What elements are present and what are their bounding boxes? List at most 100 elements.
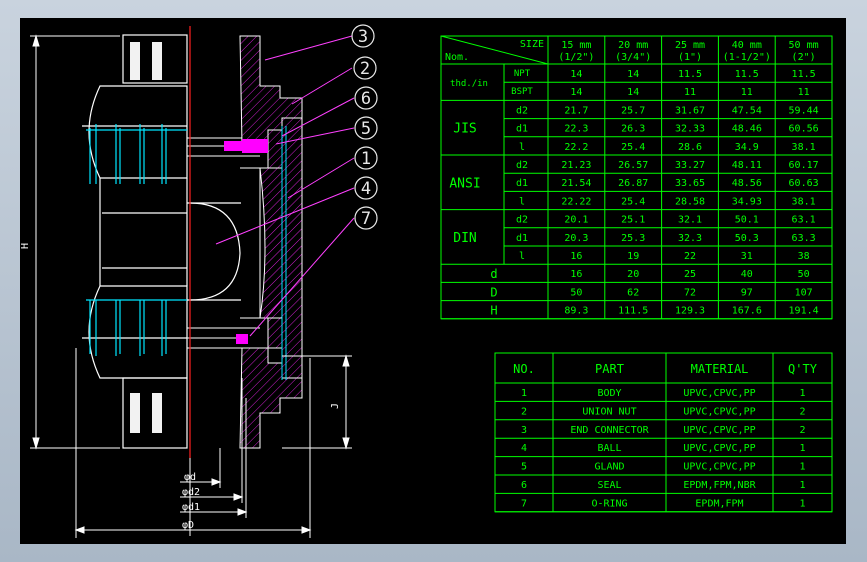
spec-value: 40 bbox=[741, 269, 753, 280]
callout-number-2: 2 bbox=[360, 59, 370, 79]
parts-no: 1 bbox=[521, 388, 527, 399]
parts-qty: 2 bbox=[799, 425, 805, 436]
ball-profile bbox=[187, 202, 241, 301]
callout-circle-3 bbox=[351, 24, 375, 48]
spec-value: 167.6 bbox=[732, 306, 762, 317]
parts-header: Q'TY bbox=[788, 362, 818, 376]
parts-qty: 1 bbox=[799, 462, 805, 473]
spec-value: 38.1 bbox=[792, 196, 816, 207]
spec-value: 107 bbox=[795, 287, 813, 298]
spec-value: 32.3 bbox=[678, 233, 702, 244]
spec-size-inch: (1") bbox=[678, 52, 702, 63]
spec-value: 34.93 bbox=[732, 196, 762, 207]
parts-name: GLAND bbox=[594, 462, 624, 473]
callout-number-4: 4 bbox=[361, 179, 371, 199]
spec-value: 11.5 bbox=[792, 69, 816, 80]
spec-value: 21.54 bbox=[561, 178, 591, 189]
parts-no: 4 bbox=[521, 443, 527, 454]
spec-value: 60.17 bbox=[789, 160, 819, 171]
spec-value: 25.7 bbox=[621, 105, 645, 116]
parts-no: 5 bbox=[521, 462, 527, 473]
spec-value: 28.6 bbox=[678, 142, 702, 153]
spec-row-label: l bbox=[519, 251, 525, 262]
parts-material: UPVC,CPVC,PP bbox=[683, 462, 755, 473]
spec-value: 62 bbox=[627, 287, 639, 298]
parts-qty: 2 bbox=[799, 406, 805, 417]
spec-value: 20 bbox=[627, 269, 639, 280]
spec-value: 28.58 bbox=[675, 196, 705, 207]
valve-section-drawing bbox=[82, 26, 355, 458]
spec-size-inch: (1/2") bbox=[558, 52, 594, 63]
spec-value: 48.11 bbox=[732, 160, 762, 171]
dim-label-j: J bbox=[330, 403, 341, 409]
spec-value: 21.7 bbox=[564, 105, 588, 116]
parts-name: O-RING bbox=[591, 498, 627, 509]
spec-value: 48.56 bbox=[732, 178, 762, 189]
spec-value: 31 bbox=[741, 251, 753, 262]
parts-qty: 1 bbox=[799, 443, 805, 454]
spec-value: 25.1 bbox=[621, 215, 645, 226]
spec-value: 11 bbox=[741, 87, 753, 98]
spec-value: 32.33 bbox=[675, 124, 705, 135]
callout-circle-5 bbox=[354, 116, 378, 140]
spec-value: 25.3 bbox=[621, 233, 645, 244]
dimension-lines bbox=[30, 34, 352, 538]
parts-material: UPVC,CPVC,PP bbox=[683, 443, 755, 454]
spec-value: 89.3 bbox=[564, 306, 588, 317]
spec-value: 22.22 bbox=[561, 196, 591, 207]
callout-circle-2 bbox=[353, 56, 377, 80]
spec-value: 25 bbox=[684, 269, 696, 280]
spec-value: 19 bbox=[627, 251, 639, 262]
spec-size-mm: 40 mm bbox=[732, 40, 762, 51]
spec-thread-group: thd./in bbox=[450, 79, 488, 89]
dim-label-h: H bbox=[20, 243, 31, 249]
spec-thread-label: BSPT bbox=[511, 87, 533, 97]
union-nut-threads bbox=[86, 124, 187, 356]
parts-material: UPVC,CPVC,PP bbox=[683, 388, 755, 399]
callout-circle-4 bbox=[354, 176, 378, 200]
spec-thread-label: NPT bbox=[514, 69, 531, 79]
dim-label-phi-d2: φd2 bbox=[182, 487, 200, 498]
parts-qty: 1 bbox=[799, 498, 805, 509]
parts-name: BODY bbox=[597, 388, 621, 399]
spec-value: 25.4 bbox=[621, 142, 645, 153]
spec-value: 33.27 bbox=[675, 160, 705, 171]
spec-value: 26.87 bbox=[618, 178, 648, 189]
parts-material: EPDM,FPM bbox=[695, 498, 743, 509]
spec-row-label: d2 bbox=[516, 215, 528, 226]
spec-row-label: l bbox=[519, 142, 525, 153]
spec-value: 34.9 bbox=[735, 142, 759, 153]
spec-dim-label: D bbox=[490, 285, 497, 299]
parts-table-border bbox=[494, 352, 833, 513]
parts-no: 3 bbox=[521, 425, 527, 436]
parts-header: NO. bbox=[513, 362, 535, 376]
parts-material: EPDM,FPM,NBR bbox=[683, 480, 756, 491]
spec-value: 20.3 bbox=[564, 233, 588, 244]
spec-standard-name: ANSI bbox=[449, 176, 480, 191]
spec-standard-name: DIN bbox=[453, 231, 476, 246]
spec-value: 21.23 bbox=[561, 160, 591, 171]
callout-number-3: 3 bbox=[358, 27, 368, 47]
spec-dim-label: H bbox=[490, 304, 497, 318]
spec-value: 16 bbox=[570, 269, 582, 280]
spec-size-mm: 15 mm bbox=[561, 40, 591, 51]
dim-label-phi-D: φD bbox=[182, 520, 194, 531]
spec-size-inch: (3/4") bbox=[615, 52, 651, 63]
spec-value: 72 bbox=[684, 287, 696, 298]
spec-value: 111.5 bbox=[618, 306, 648, 317]
spec-value: 50 bbox=[570, 287, 582, 298]
spec-value: 22 bbox=[684, 251, 696, 262]
spec-row-label: d2 bbox=[516, 160, 528, 171]
valve-cross-section bbox=[187, 35, 303, 449]
valve-exterior-left bbox=[82, 34, 188, 449]
spec-value: 38.1 bbox=[792, 142, 816, 153]
callout-number-5: 5 bbox=[361, 119, 371, 139]
spec-value: 63.3 bbox=[792, 233, 816, 244]
spec-value: 22.3 bbox=[564, 124, 588, 135]
callout-number-7: 7 bbox=[361, 209, 371, 229]
parts-no: 7 bbox=[521, 498, 527, 509]
dim-label-phi-d: φd bbox=[184, 472, 196, 483]
